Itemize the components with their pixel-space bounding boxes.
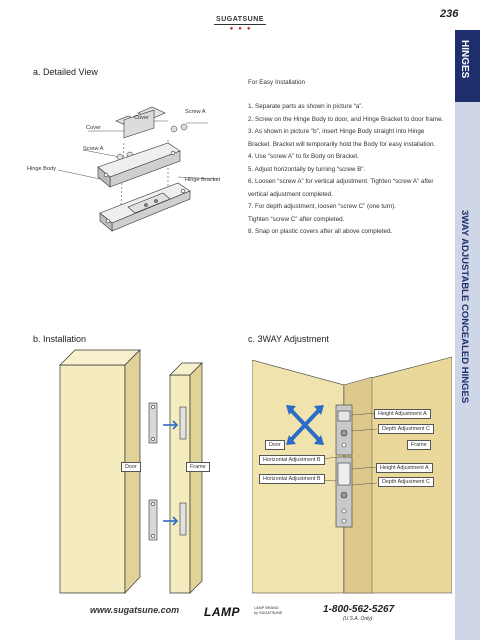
- label-depth-adjustment-c: Depth Adjustment C: [378, 424, 434, 434]
- label-horizontal-adjustment-b-top: Horizontal Adjustment B: [259, 455, 325, 465]
- label-frame-c: Frame: [407, 440, 431, 450]
- section-b-title: b. Installation: [33, 334, 87, 344]
- label-cover-2: Cover: [134, 115, 149, 121]
- phone-note: (U.S.A. Only): [343, 616, 373, 622]
- sidebar-product-title: 3WAY ADJUSTABLE CONCEALED HINGES: [459, 210, 470, 404]
- label-hinge-bracket: Hinge Bracket: [185, 177, 221, 183]
- label-cover-1: Cover: [86, 125, 101, 131]
- lamp-logo: LAMP: [204, 605, 240, 619]
- section-a-title: a. Detailed View: [33, 67, 98, 77]
- instructions-list: 1. Separate parts as shown in picture “a…: [248, 101, 453, 239]
- lamp-brand-line-2: by SUGATSUNE: [254, 610, 283, 615]
- section-c-title: c. 3WAY Adjustment: [248, 334, 329, 344]
- sidebar-category-label: HINGES: [459, 40, 470, 79]
- brand-name: SUGATSUNE: [214, 16, 266, 25]
- instruction-line: Tighten “screw C” after completed.: [248, 215, 345, 223]
- label-horizontal-adjustment-b-bottom: Horizontal Adjustment B: [259, 474, 325, 484]
- label-frame-b: Frame: [186, 462, 210, 472]
- instruction-line: 3. As shown in picture “b”, insert Hinge…: [248, 128, 425, 135]
- page-number: 236: [440, 8, 459, 20]
- label-height-adjustment-a-2: Height Adjustment A: [376, 463, 433, 473]
- label-screw-a-1: Screw A: [83, 146, 104, 152]
- instruction-line: vertical adjustment completed.: [248, 190, 334, 198]
- instructions-heading: For Easy Installation: [248, 79, 306, 86]
- phone-number[interactable]: 1-800-562-5267: [323, 604, 395, 615]
- instruction-line: 4. Use “screw A” to fix Body on Bracket.: [248, 153, 359, 160]
- label-depth-adjustment-c-2: Depth Adjustment C: [378, 477, 434, 487]
- sidebar-category-tab: [455, 30, 480, 102]
- label-door-c: Door: [265, 440, 285, 450]
- lamp-brand-line-1: LAMP BRAND: [254, 606, 279, 610]
- label-hinge-body: Hinge Body: [27, 166, 56, 172]
- brand-logo: SUGATSUNE ● ● ●: [210, 8, 270, 33]
- instruction-line: Bracket. Bracket will temporarily hold t…: [248, 140, 436, 148]
- instruction-line: 1. Separate parts as shown in picture “a…: [248, 103, 364, 110]
- lamp-brand-caption: LAMP BRAND by SUGATSUNE: [254, 606, 282, 615]
- instruction-line: 2. Screw on the Hinge Body to door, and …: [248, 115, 444, 123]
- instruction-line: 8. Snap on plastic covers after all abov…: [248, 228, 393, 235]
- label-height-adjustment-a: Height Adjustment A: [374, 409, 431, 419]
- instruction-line: 6. Loosen “screw A” for vertical adjustm…: [248, 178, 434, 185]
- instruction-line: 7. For depth adjustment, loosen “screw C…: [248, 203, 397, 210]
- sidebar-background: [455, 30, 480, 640]
- label-screw-a-2: Screw A: [185, 109, 206, 115]
- brand-dots: ● ● ●: [229, 26, 251, 32]
- instruction-line: 5. Adjust horizontally by turning “screw…: [248, 165, 366, 173]
- website-link[interactable]: www.sugatsune.com: [90, 605, 180, 615]
- detailed-view-diagram: [57, 106, 219, 232]
- label-door-b: Door: [121, 462, 141, 472]
